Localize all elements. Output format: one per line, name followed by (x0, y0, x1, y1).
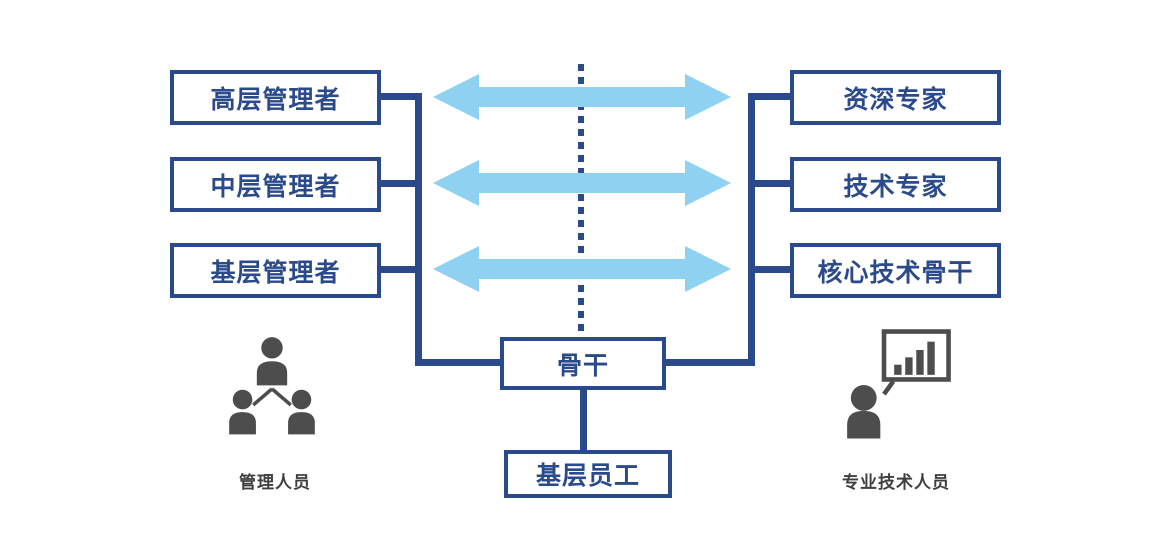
arrow-head-left-icon (433, 246, 479, 292)
box-label: 基层管理者 (210, 258, 341, 287)
arrow-head-right-icon (685, 160, 731, 206)
box-middle-manager: 中层管理者 (170, 157, 381, 212)
double-arrow-bottom (433, 246, 731, 292)
box-senior-expert: 资深专家 (790, 70, 1001, 125)
arrow-bar (477, 259, 687, 279)
connector-right-stub-3 (750, 266, 792, 273)
box-technical-expert: 技术专家 (790, 157, 1001, 212)
presenter-chart-icon (836, 326, 956, 444)
box-label: 基层员工 (535, 462, 640, 490)
connector-right-vertical (748, 93, 755, 366)
double-arrow-top (433, 74, 731, 120)
connector-left-stub-3 (378, 266, 420, 273)
box-label: 核心技术骨干 (817, 258, 974, 287)
connector-left-stub-1 (378, 93, 420, 100)
box-base-employee: 基层员工 (504, 450, 672, 498)
connector-right-stub-1 (750, 93, 792, 100)
caption-management: 管理人员 (239, 473, 311, 492)
arrow-head-left-icon (433, 74, 479, 120)
connector-left-stub-2 (378, 180, 420, 187)
box-senior-manager: 高层管理者 (170, 70, 381, 125)
box-core-technical-backbone: 核心技术骨干 (790, 243, 1001, 298)
dotted-divider-line (578, 64, 584, 334)
arrow-head-right-icon (685, 246, 731, 292)
arrow-bar (477, 173, 687, 193)
arrow-head-right-icon (685, 74, 731, 120)
connector-left-vertical (415, 93, 422, 366)
connector-backbone-to-base (580, 388, 587, 452)
box-backbone: 骨干 (500, 337, 666, 390)
box-label: 高层管理者 (210, 85, 341, 114)
arrow-bar (477, 87, 687, 107)
connector-right-stub-2 (750, 180, 792, 187)
box-label: 中层管理者 (210, 172, 341, 201)
box-label: 资深专家 (843, 85, 948, 114)
box-junior-manager: 基层管理者 (170, 243, 381, 298)
arrow-head-left-icon (433, 160, 479, 206)
box-label: 骨干 (556, 351, 609, 380)
connector-left-to-backbone (415, 359, 505, 366)
org-people-icon (214, 332, 330, 444)
double-arrow-middle (433, 160, 731, 206)
connector-right-to-backbone (662, 359, 755, 366)
caption-professional-technical: 专业技术人员 (842, 473, 950, 492)
box-label: 技术专家 (843, 172, 948, 201)
